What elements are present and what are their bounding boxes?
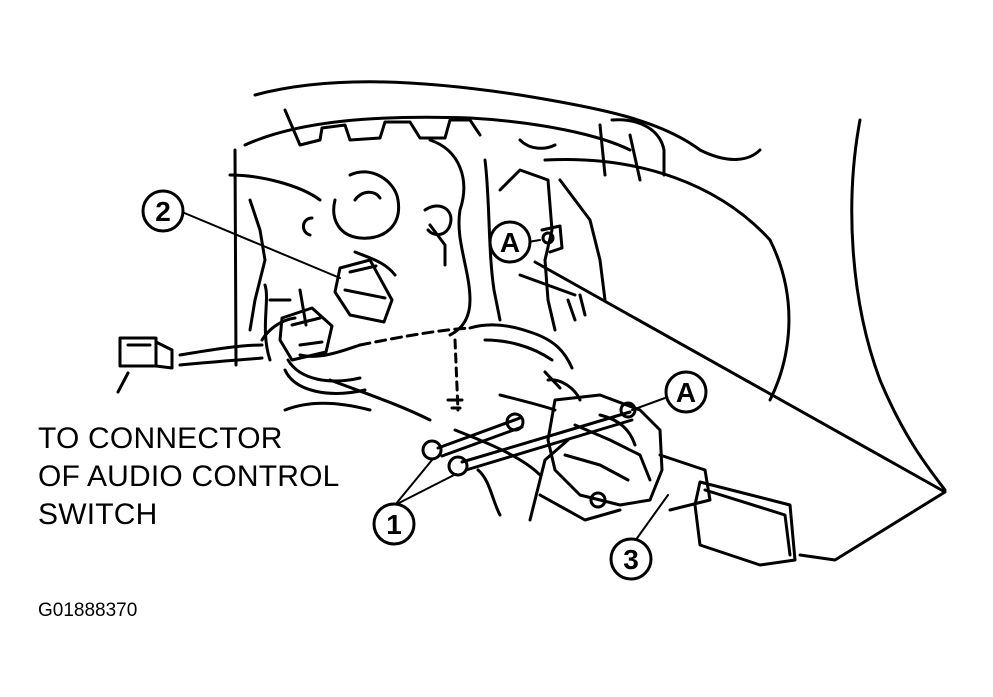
connector-caption: TO CONNECTOR OF AUDIO CONTROL SWITCH	[38, 420, 340, 534]
callout-2: 2	[141, 189, 185, 233]
callout-1-label: 1	[386, 509, 402, 540]
dashboard-outline	[228, 80, 947, 517]
upper-screw	[540, 224, 564, 254]
caption-line-1: TO CONNECTOR	[38, 422, 283, 455]
caption-line-2: OF AUDIO CONTROL	[38, 460, 340, 493]
callout-a-lower: A	[664, 370, 708, 414]
leader-lines	[117, 211, 669, 549]
callout-a-upper-label: A	[500, 227, 520, 258]
bolts	[421, 410, 634, 477]
callout-a-upper: A	[488, 220, 532, 264]
callout-3-label: 3	[623, 544, 639, 575]
figure-id: G01888370	[38, 600, 138, 621]
wiring-harness	[178, 316, 574, 412]
switch-assembly	[528, 378, 797, 567]
callout-3: 3	[609, 537, 653, 581]
connector-block	[278, 258, 394, 362]
caption-line-3: SWITCH	[38, 498, 158, 531]
callout-2-label: 2	[155, 196, 171, 227]
callout-a-lower-label: A	[676, 377, 696, 408]
audio-connector	[116, 336, 174, 394]
callout-1: 1	[372, 502, 416, 546]
column-shroud	[518, 260, 947, 562]
